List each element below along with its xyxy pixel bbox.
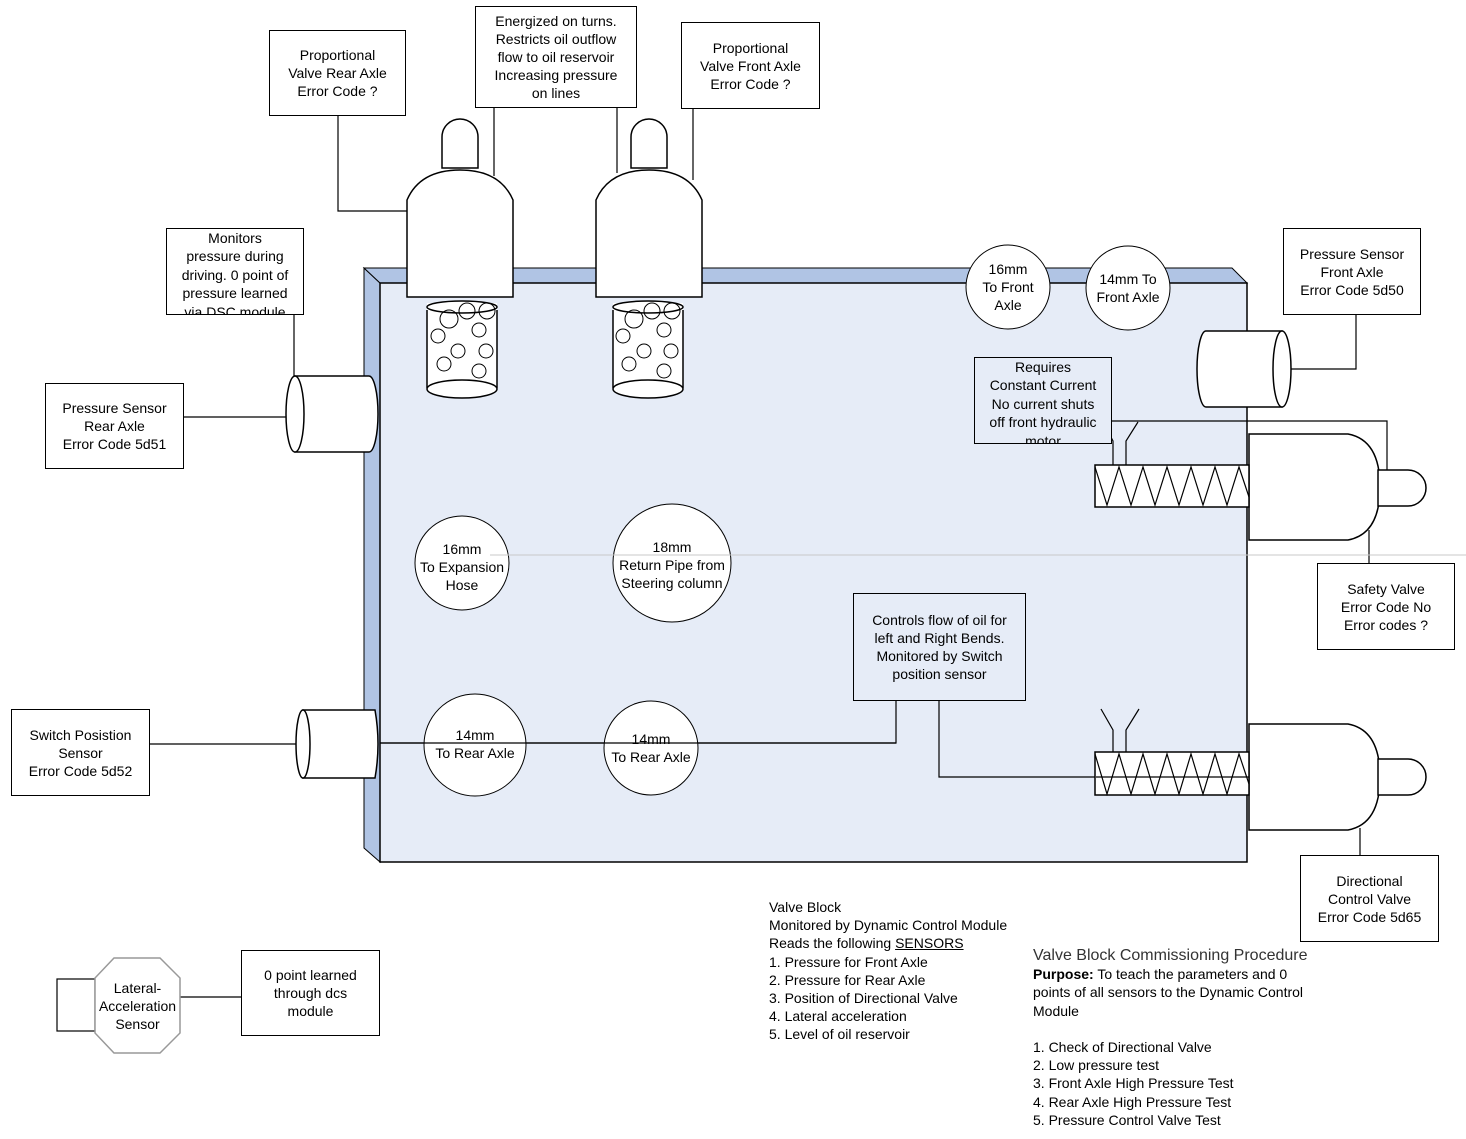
procedure-step: 5. Pressure Control Valve Test — [1033, 1111, 1221, 1128]
ports — [414, 244, 1171, 797]
purpose-text-1: To teach the parameters and 0 — [1093, 966, 1288, 983]
sensor-item: 1. Pressure for Front Axle — [769, 953, 928, 970]
procedure-step: 1. Check of Directional Valve — [1033, 1039, 1212, 1056]
strainer-rear — [426, 300, 498, 399]
spring-coil — [1094, 465, 1250, 507]
port-18mm-return[interactable] — [612, 503, 732, 623]
valve-cap — [1377, 469, 1427, 507]
callout-safety-valve: Safety Valve Error Code No Error codes ? — [1317, 563, 1455, 650]
procedure-step: 4. Rear Axle High Pressure Test — [1033, 1093, 1232, 1110]
spacer — [1033, 1020, 1307, 1038]
callout-zero-point-dcs: 0 point learned through dcs module — [241, 950, 380, 1036]
reads-prefix: Reads the following — [769, 935, 896, 952]
valve-cap — [441, 118, 479, 169]
proportional-valve-rear[interactable] — [406, 118, 514, 399]
callout-proportional-valve-front: Proportional Valve Front Axle Error Code… — [681, 22, 820, 109]
sensor-item: 2. Pressure for Rear Axle — [769, 971, 926, 988]
valve-body — [406, 169, 514, 298]
port-label-14mm-rear-b: 14mm To Rear Axle — [611, 731, 691, 765]
connector-prop-rear — [337, 115, 407, 212]
port-funnel-left — [1100, 708, 1114, 752]
connector-lines — [149, 107, 1388, 998]
callout-switch-position-sensor: Switch Posistion Sensor Error Code 5d52 — [11, 709, 150, 796]
valve-body — [595, 169, 703, 298]
sensor-item: 5. Level of oil reservoir — [769, 1026, 910, 1043]
directional-control-valve-solenoid[interactable] — [1094, 708, 1427, 831]
valve-body — [1248, 433, 1381, 541]
port-label-14mm-rear-a: 14mm To Rear Axle — [435, 727, 515, 761]
switch-position-sensor-cylinder[interactable] — [295, 709, 379, 779]
strainer-front — [612, 300, 684, 399]
commissioning-title: Valve Block Commissioning Procedure — [1033, 947, 1308, 964]
callout-monitors-pressure: Monitors pressure during driving. 0 poin… — [166, 228, 304, 315]
port-label-16mm-expansion: 16mm To Expansion Hose — [419, 541, 505, 593]
commissioning-procedure: Valve Block Commissioning Procedure Purp… — [1033, 947, 1307, 1129]
port-funnel-right — [1125, 708, 1140, 752]
port-14mm-front[interactable] — [1085, 245, 1171, 331]
sensor-octagon — [94, 957, 181, 1054]
valve-block-monitored-by: Monitored by Dynamic Control Module — [769, 917, 1008, 934]
valve-block-title: Valve Block — [769, 899, 842, 915]
callout-proportional-valve-rear: Proportional Valve Rear Axle Error Code … — [269, 30, 406, 116]
callout-pressure-sensor-rear: Pressure Sensor Rear Axle Error Code 5d5… — [45, 383, 184, 469]
port-label-14mm-front: 14mm To Front Axle — [1096, 271, 1160, 305]
port-label-18mm-return: 18mm Return Pipe from Steering column — [619, 539, 725, 591]
procedure-step: 2. Low pressure test — [1033, 1057, 1160, 1074]
valve-cap — [1377, 758, 1427, 796]
valve-body — [1248, 723, 1381, 831]
callout-pressure-sensor-front: Pressure Sensor Front Axle Error Code 5d… — [1283, 228, 1421, 315]
port-14mm-rear-a[interactable] — [423, 693, 527, 797]
sensors-underlined: SENSORS — [895, 935, 964, 952]
connector-pressure-front — [1290, 315, 1357, 370]
pressure-sensor-rear-cylinder[interactable] — [285, 375, 379, 453]
callout-energized-on-turns: Energized on turns. Restricts oil outflo… — [475, 6, 637, 108]
sensor-mount — [56, 978, 96, 1032]
valve-block-reads-sensors: Reads the following SENSORS — [769, 934, 1007, 952]
valve-cap — [630, 118, 668, 169]
purpose-text-2: points of all sensors to the Dynamic Con… — [1033, 984, 1304, 1001]
purpose-text-3: Module — [1033, 1002, 1079, 1019]
port-14mm-rear-b[interactable] — [603, 700, 699, 796]
connector-safety-top — [1110, 420, 1388, 470]
connector-controls-to-dcv — [938, 701, 1096, 778]
lateral-sensor-label: Lateral- Acceleration Sensor — [98, 980, 177, 1032]
callout-directional-control-valve: Directional Control Valve Error Code 5d6… — [1300, 855, 1439, 942]
procedure-step: 3. Front Axle High Pressure Test — [1033, 1075, 1234, 1092]
sensor-item: 3. Position of Directional Valve — [769, 990, 958, 1007]
port-label-16mm-front: 16mm To Front Axle — [982, 261, 1034, 313]
port-funnel-right — [1125, 421, 1139, 465]
proportional-valve-front[interactable] — [595, 118, 703, 399]
commissioning-purpose: Purpose: To teach the parameters and 0 — [1033, 965, 1307, 983]
pressure-sensor-front-cylinder[interactable] — [1196, 330, 1292, 408]
port-16mm-front[interactable] — [965, 244, 1051, 330]
lateral-acceleration-sensor[interactable] — [56, 957, 181, 1054]
valve-block-notes: Valve Block Monitored by Dynamic Control… — [769, 898, 1007, 1044]
spring-coil — [1094, 751, 1250, 797]
purpose-label: Purpose: — [1033, 966, 1094, 983]
port-16mm-expansion[interactable] — [414, 515, 510, 611]
safety-valve-solenoid[interactable] — [1094, 421, 1427, 541]
callout-requires-constant-current: Requires Constant Current No current shu… — [974, 357, 1112, 444]
sensor-item: 4. Lateral acceleration — [769, 1008, 907, 1025]
callout-controls-flow: Controls flow of oil for left and Right … — [853, 593, 1026, 701]
